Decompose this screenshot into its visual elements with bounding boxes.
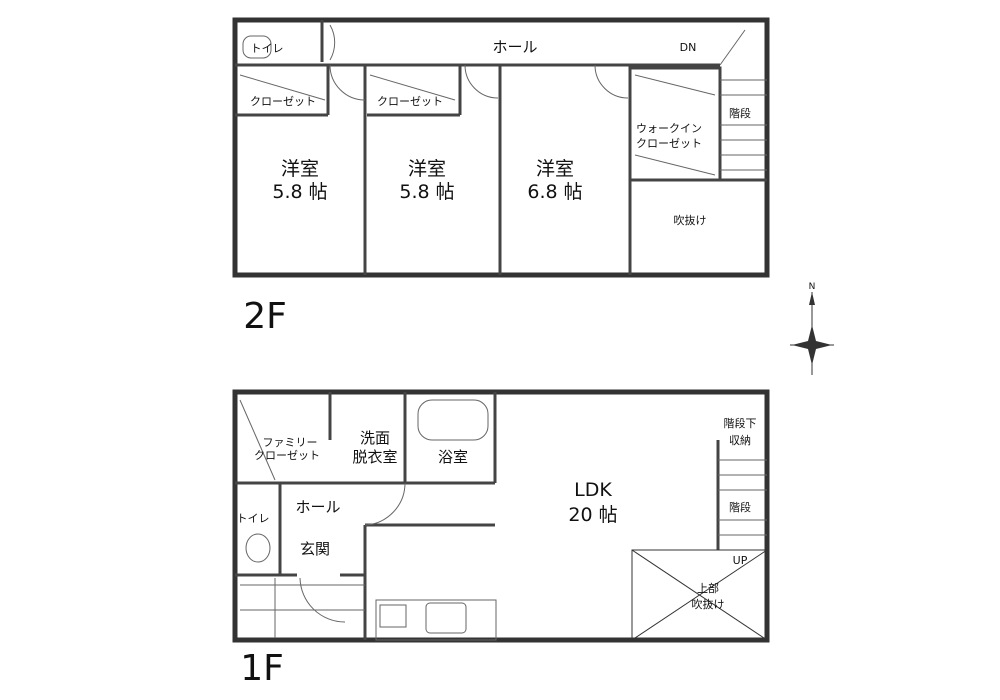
toilet-label-2f: トイレ — [251, 42, 284, 55]
family-closet-label-1: ファミリー — [263, 436, 318, 449]
toilet-label-1f: トイレ — [237, 512, 270, 525]
stairs-label-1f: 階段 — [729, 500, 751, 514]
hall-label-1f: ホール — [295, 498, 340, 516]
void-label-2f: 吹抜け — [674, 213, 707, 227]
room-2-name: 洋室 — [408, 158, 446, 180]
room-3-size: 6.8 帖 — [527, 181, 582, 203]
walk-in-closet-label-2: クローゼット — [636, 137, 702, 150]
family-closet-label-2: クローゼット — [254, 449, 320, 462]
outer-wall-1f — [232, 389, 770, 643]
compass-north-label: N — [809, 282, 816, 292]
room-1-name: 洋室 — [281, 158, 319, 180]
ldk-size: 20 帖 — [568, 504, 617, 526]
closet-label-2: クローゼット — [377, 95, 443, 108]
floor-1-plan: ファミリー クローゼット 洗面 脱衣室 浴室 ホール トイレ 玄関 LDK 20… — [232, 389, 770, 689]
void-above-1f — [631, 549, 768, 641]
interior-walls-1f — [235, 392, 720, 641]
down-label: DN — [680, 41, 697, 54]
closet-label-1: クローゼット — [250, 95, 316, 108]
bath-label: 浴室 — [438, 448, 468, 466]
entrance-label: 玄関 — [300, 540, 330, 558]
under-stairs-storage-label-1: 階段下 — [724, 416, 757, 430]
hall-label-2f: ホール — [492, 38, 537, 56]
floor-label-2f: 2F — [243, 296, 287, 337]
walk-in-closet-label-1: ウォークイン — [636, 122, 702, 135]
ldk-label: LDK — [574, 479, 612, 501]
room-1-size: 5.8 帖 — [272, 181, 327, 203]
interior-walls-2f — [235, 20, 767, 275]
compass-icon: N — [790, 282, 834, 375]
stairs-1f — [718, 459, 767, 536]
washroom-label-1: 洗面 — [360, 429, 390, 447]
room-2-size: 5.8 帖 — [399, 181, 454, 203]
room-3-name: 洋室 — [536, 158, 574, 180]
up-label: UP — [733, 554, 748, 567]
washroom-label-2: 脱衣室 — [352, 448, 397, 466]
floor-label-1f: 1F — [240, 648, 284, 689]
floor-2-plan: トイレ ホール DN クローゼット クローゼット 階段 ウォークイン クローゼッ… — [232, 17, 770, 337]
stairs-label-2f: 階段 — [729, 106, 751, 120]
under-stairs-storage-label-2: 収納 — [729, 434, 751, 447]
void-above-label-2: 吹抜け — [692, 597, 725, 611]
void-above-label-1: 上部 — [697, 581, 719, 595]
stairs-2f — [720, 79, 767, 171]
